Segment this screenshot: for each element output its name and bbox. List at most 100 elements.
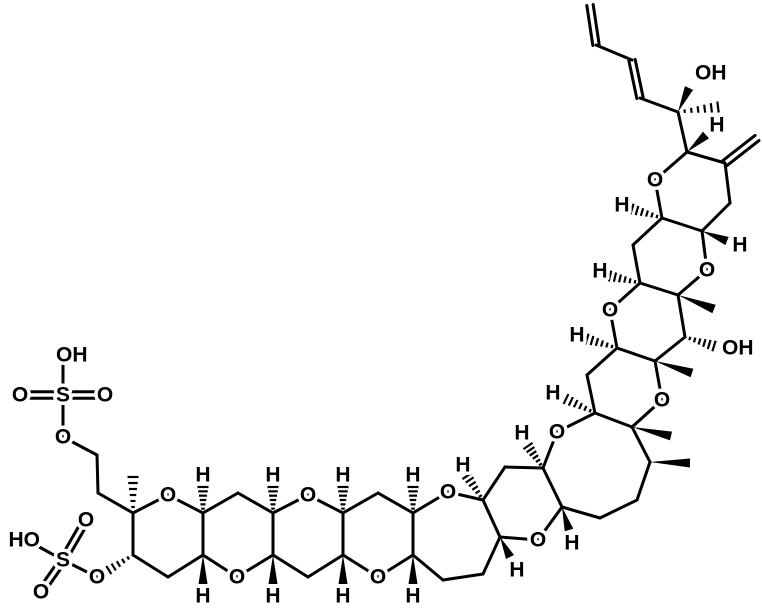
ring-oxygen: O — [370, 566, 386, 589]
hash-bond — [645, 210, 649, 217]
hydrogen-label: H — [405, 585, 420, 608]
bond — [131, 493, 170, 515]
bond — [306, 493, 345, 515]
hydrogen-label: H — [455, 454, 470, 477]
bond — [541, 466, 564, 509]
bond — [166, 493, 205, 515]
hash-bond — [633, 279, 637, 284]
bond — [201, 553, 239, 579]
hash-bond — [465, 476, 475, 484]
wedge-bond — [687, 131, 710, 152]
ring-oxygen: O — [699, 259, 715, 282]
bond — [481, 535, 502, 576]
hash-bond — [588, 408, 592, 413]
hash-bond — [474, 489, 481, 495]
bond — [376, 553, 415, 579]
bond — [630, 398, 664, 429]
hash-bond — [535, 458, 541, 463]
hash-bond — [538, 462, 543, 467]
hydroxyl-label: HO — [9, 529, 41, 552]
hash-bond — [628, 277, 632, 284]
hash-bond — [562, 393, 570, 405]
hydrogen-label: H — [509, 559, 524, 582]
hash-bond — [110, 563, 117, 571]
bond — [653, 335, 687, 363]
bond — [593, 411, 634, 429]
hydrogen-label: H — [709, 114, 724, 137]
hydrogen-label: H — [405, 464, 420, 487]
hash-bond — [689, 107, 693, 113]
bond — [306, 553, 345, 579]
hydrogen-label: H — [592, 260, 607, 283]
hash-bond — [522, 441, 534, 451]
hydrogen-label: H — [564, 532, 579, 555]
double-bond — [633, 57, 645, 99]
double-bond — [725, 139, 761, 168]
hash-bond — [639, 207, 645, 217]
bond — [201, 491, 240, 515]
hash-bond — [584, 333, 590, 345]
bond — [653, 359, 664, 402]
bond — [676, 268, 709, 297]
ring-oxygen: O — [602, 299, 618, 322]
hash-bond — [105, 565, 113, 575]
bond — [585, 346, 619, 377]
ester-oxygen: O — [55, 426, 71, 449]
bond — [676, 110, 689, 154]
bond — [341, 553, 380, 579]
bond — [131, 553, 170, 579]
bond — [95, 453, 100, 495]
hash-bond — [567, 396, 574, 407]
bond — [441, 572, 485, 582]
hash-bond — [716, 101, 720, 113]
hash-bond — [697, 338, 702, 345]
bond — [166, 553, 205, 579]
hash-bond — [600, 340, 604, 347]
wedge-bond — [338, 555, 348, 584]
bond — [653, 150, 689, 182]
hash-bond — [623, 276, 627, 283]
bond — [598, 498, 639, 520]
bond — [376, 491, 415, 515]
hash-bond — [478, 494, 483, 498]
bond — [235, 553, 275, 579]
hash-bond — [706, 339, 712, 350]
double-bond — [591, 3, 601, 47]
hash-bond — [578, 402, 583, 410]
bond — [30, 541, 65, 562]
hash-bond — [100, 567, 108, 579]
wedge-bond — [268, 555, 278, 584]
bond — [536, 505, 564, 542]
hash-bond — [650, 212, 654, 218]
hash-bond — [709, 102, 714, 113]
hydrogen-label: H — [265, 464, 280, 487]
hash-bond — [655, 214, 659, 219]
hash-bond — [607, 270, 613, 282]
bond — [236, 491, 275, 515]
double-bond — [585, 3, 595, 47]
sulfonyl-oxygen: O — [33, 581, 49, 604]
ring-oxygen: O — [549, 421, 565, 444]
bond — [700, 229, 709, 272]
bond — [411, 553, 445, 582]
double-bond — [627, 59, 639, 101]
ring-oxygen: O — [160, 484, 176, 507]
wedge-bond — [678, 295, 716, 314]
hash-bond — [612, 272, 618, 283]
sulfur-atom: S — [56, 384, 70, 407]
hash-bond — [115, 560, 122, 568]
hydrogen-label: H — [514, 422, 529, 445]
bond-layer — [20, 3, 761, 594]
bond — [653, 178, 664, 220]
wedge-bond — [562, 507, 574, 532]
wedge-bond — [650, 458, 691, 468]
bond — [608, 281, 642, 312]
sulfonyl-oxygen: O — [12, 384, 28, 407]
stereo-bond-layer — [100, 86, 729, 584]
double-bond — [64, 522, 90, 564]
bond — [660, 216, 704, 233]
wedge-bond — [408, 555, 418, 584]
hash-bond — [692, 337, 697, 343]
